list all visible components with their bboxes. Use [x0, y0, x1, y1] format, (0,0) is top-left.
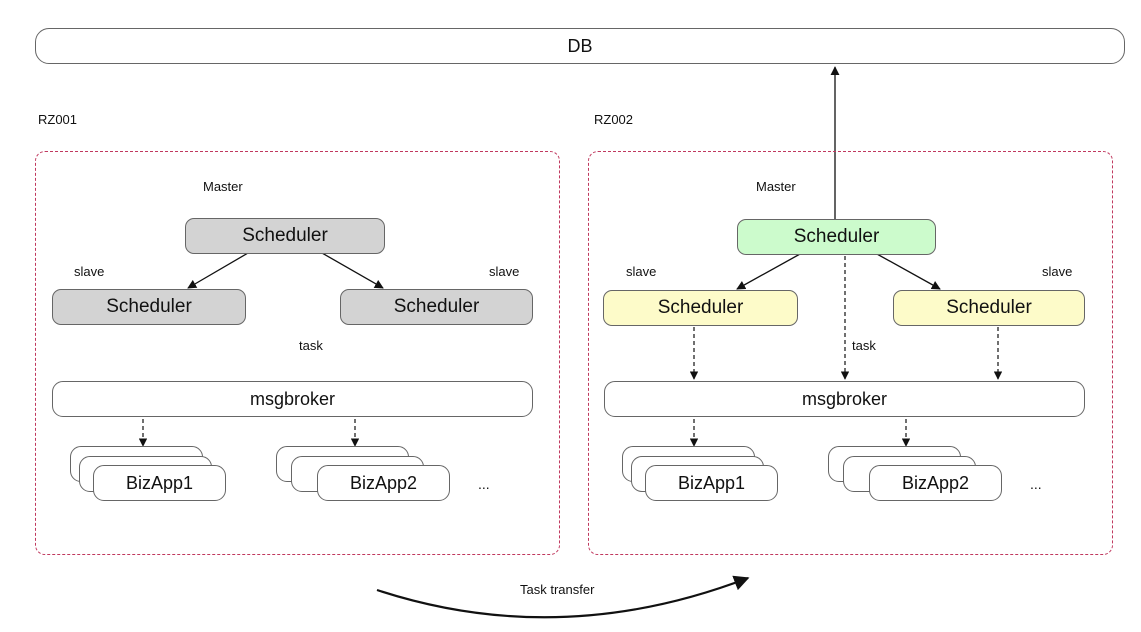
rz002-bizapp1: BizApp1 [645, 465, 778, 501]
rz002-more-apps: ... [1030, 476, 1042, 492]
task-transfer-label: Task transfer [520, 582, 595, 597]
rz002-label: RZ002 [594, 112, 634, 127]
rz002-slave-left-label: slave [626, 264, 657, 279]
rz002-slave-left-scheduler: Scheduler [603, 290, 798, 326]
rz001-master-scheduler-label: Scheduler [242, 225, 328, 246]
rz001-msgbroker: msgbroker [52, 381, 533, 417]
rz002-bizapp2-label: BizApp2 [901, 472, 970, 493]
rz001-msgbroker-label: msgbroker [249, 388, 336, 409]
rz001-label: RZ001 [38, 112, 78, 127]
rz001-master-to-left-slave-arrow [187, 252, 249, 289]
db-box: DB [35, 28, 1125, 64]
rz002-msgbroker: msgbroker [604, 381, 1085, 417]
rz002-master-scheduler-label: Scheduler [793, 226, 880, 247]
rz001-slave-left-scheduler-label: Scheduler [106, 296, 192, 317]
rz001-slave-right-scheduler: Scheduler [340, 289, 533, 325]
rz002-slave-right-label: slave [1042, 264, 1073, 279]
rz002-master-label: Master [756, 179, 796, 194]
rz001-master-scheduler: Scheduler [185, 218, 385, 254]
rz001-bizapp2: BizApp2 [317, 465, 450, 501]
rz002-msgbroker-label: msgbroker [801, 388, 888, 409]
rz001-task-label: task [299, 338, 323, 353]
rz001-bizapp1-label: BizApp1 [125, 472, 194, 493]
rz001-slave-left-label: slave [74, 264, 105, 279]
rz001-master-label: Master [203, 179, 243, 194]
rz001-zone [35, 151, 560, 555]
rz002-slave-right-scheduler: Scheduler [893, 290, 1085, 326]
rz002-slave-left-scheduler-label: Scheduler [657, 297, 744, 318]
rz002-master-to-right-slave-arrow [876, 253, 941, 290]
rz001-bizapp2-label: BizApp2 [349, 472, 418, 493]
rz001-bizapp1: BizApp1 [93, 465, 226, 501]
rz001-master-to-right-slave-arrow [321, 252, 384, 289]
rz002-master-to-left-slave-arrow [736, 253, 801, 290]
rz002-bizapp1-label: BizApp1 [677, 472, 746, 493]
rz001-slave-right-label: slave [489, 264, 520, 279]
rz002-task-label: task [852, 338, 876, 353]
rz002-master-scheduler: Scheduler [737, 219, 936, 255]
rz001-slave-left-scheduler: Scheduler [52, 289, 246, 325]
task-transfer-arrow [376, 575, 750, 619]
rz002-zone [588, 151, 1113, 555]
rz002-slave-right-scheduler-label: Scheduler [946, 297, 1032, 318]
rz002-bizapp2: BizApp2 [869, 465, 1002, 501]
rz001-slave-right-scheduler-label: Scheduler [393, 296, 480, 317]
db-label: DB [567, 35, 593, 56]
rz001-more-apps: ... [478, 476, 490, 492]
